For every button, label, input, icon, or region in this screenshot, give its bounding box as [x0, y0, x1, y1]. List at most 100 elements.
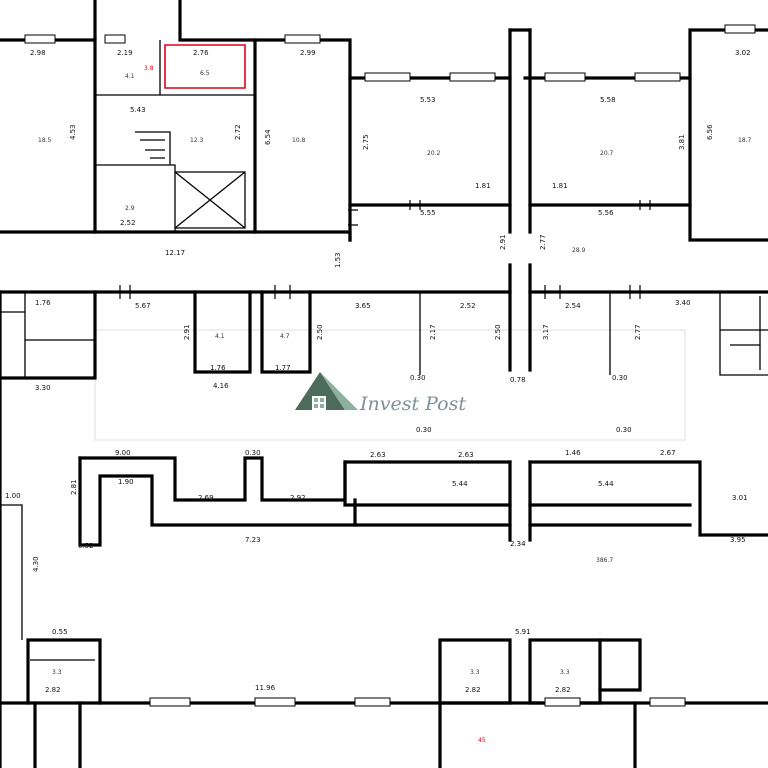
- dim-label: 5.58: [600, 96, 616, 104]
- dim-label: 2.82: [45, 686, 61, 694]
- dim-label: 1.76: [210, 364, 226, 372]
- dim-label: 4.16: [213, 382, 229, 390]
- room-area: 18.7: [738, 137, 752, 144]
- dim-label: 2.63: [458, 451, 474, 459]
- dim-label: 5.91: [515, 628, 531, 636]
- highlight-labels: 3.8 45: [144, 65, 486, 744]
- dim-label: 2.91: [499, 234, 507, 250]
- dim-label: 9.00: [115, 449, 131, 457]
- dim-label: 3.30: [35, 384, 51, 392]
- dim-label: 2.82: [555, 686, 571, 694]
- dim-label: 11.96: [255, 684, 276, 692]
- dim-label: 2.72: [234, 124, 242, 140]
- dim-label: 2.63: [370, 451, 386, 459]
- highlight-label: 3.8: [144, 65, 154, 72]
- dim-label: 2.50: [316, 324, 324, 340]
- room-area: 3.3: [560, 669, 570, 676]
- room-area: 386.7: [596, 557, 613, 564]
- dim-label: 2.82: [465, 686, 481, 694]
- dim-label: 1.81: [552, 182, 568, 190]
- watermark-brand: Invest Post: [359, 393, 466, 415]
- dim-label: 3.95: [730, 536, 746, 544]
- room-area: 20.2: [427, 150, 441, 157]
- dim-label: 2.77: [539, 234, 547, 250]
- dim-label: 2.19: [117, 49, 133, 57]
- room-area: 2.9: [125, 205, 135, 212]
- dim-label: 3.65: [355, 302, 371, 310]
- room-area: 12.3: [190, 137, 204, 144]
- room-area: 4.1: [125, 73, 135, 80]
- dim-label: 2.98: [30, 49, 46, 57]
- dim-label: 2.92: [290, 494, 306, 502]
- dim-label: 2.67: [660, 449, 676, 457]
- dim-label: 0.78: [510, 376, 526, 384]
- dim-label: 5.53: [420, 96, 436, 104]
- dim-label: 0.30: [416, 426, 432, 434]
- dim-label: 2.76: [193, 49, 209, 57]
- watermark-ghost: [94, 329, 686, 441]
- dim-label: 2.50: [494, 324, 502, 340]
- dim-label: 2.81: [70, 479, 78, 495]
- dim-label: 1.76: [35, 299, 51, 307]
- watermark: Invest Post: [295, 372, 466, 415]
- dim-label: 6.54: [264, 129, 272, 145]
- highlight-label: 45: [478, 737, 486, 744]
- dim-label: 1.77: [275, 364, 291, 372]
- dim-label: 2.91: [183, 324, 191, 340]
- dim-label: 5.44: [598, 480, 614, 488]
- dim-label: 2.34: [510, 540, 526, 548]
- house-logo-icon: [295, 372, 358, 410]
- door-ticks: [119, 200, 651, 299]
- room-area: 28.9: [572, 247, 586, 254]
- dim-label: 3.01: [732, 494, 748, 502]
- dim-label: 2.75: [362, 134, 370, 150]
- room-area: 4.1: [215, 333, 225, 340]
- dim-label: 5.67: [135, 302, 151, 310]
- dim-label: 0.52: [78, 542, 94, 550]
- dim-label: 5.56: [598, 209, 614, 217]
- dim-label: 3.81: [678, 134, 686, 150]
- dim-label: 12.17: [165, 249, 185, 257]
- dim-label: 3.02: [735, 49, 751, 57]
- dim-label: 3.40: [675, 299, 691, 307]
- dim-label: 6.56: [706, 124, 714, 140]
- dim-label: 5.43: [130, 106, 146, 114]
- dim-label: 5.55: [420, 209, 436, 217]
- dim-label: 0.30: [410, 374, 426, 382]
- walls-thin: [0, 40, 768, 661]
- room-area: 6.5: [200, 70, 210, 77]
- dimension-labels: 2.98 2.19 2.76 2.99 5.53 5.58 3.02 5.43 …: [5, 49, 751, 694]
- dim-label: 0.30: [616, 426, 632, 434]
- dim-label: 0.55: [52, 628, 68, 636]
- dim-label: 7.23: [245, 536, 261, 544]
- room-area: 18.5: [38, 137, 52, 144]
- room-area: 3.3: [52, 669, 62, 676]
- dim-label: 2.54: [565, 302, 581, 310]
- room-areas: 18.5 4.1 6.5 10.8 12.3 2.9 20.2 20.7 18.…: [38, 70, 752, 676]
- dim-label: 0.30: [612, 374, 628, 382]
- room-area: 20.7: [600, 150, 614, 157]
- dim-label: 1.00: [5, 492, 21, 500]
- dim-label: 1.81: [475, 182, 491, 190]
- room-area: 4.7: [280, 333, 290, 340]
- dim-label: 1.90: [118, 478, 134, 486]
- dim-label: 4.53: [69, 124, 77, 140]
- windows: [24, 24, 756, 707]
- dim-label: 2.77: [634, 324, 642, 340]
- dim-label: 2.52: [460, 302, 476, 310]
- dim-label: 5.44: [452, 480, 468, 488]
- dim-label: 2.69: [198, 494, 214, 502]
- dim-label: 2.52: [120, 219, 136, 227]
- dim-label: 0.30: [245, 449, 261, 457]
- dim-label: 3.17: [542, 324, 550, 340]
- dim-label: 2.99: [300, 49, 316, 57]
- room-area: 10.8: [292, 137, 306, 144]
- dim-label: 1.53: [334, 252, 342, 268]
- dim-label: 1.46: [565, 449, 581, 457]
- dim-label: 4.30: [32, 556, 40, 572]
- room-area: 3.3: [470, 669, 480, 676]
- dim-label: 2.17: [429, 324, 437, 340]
